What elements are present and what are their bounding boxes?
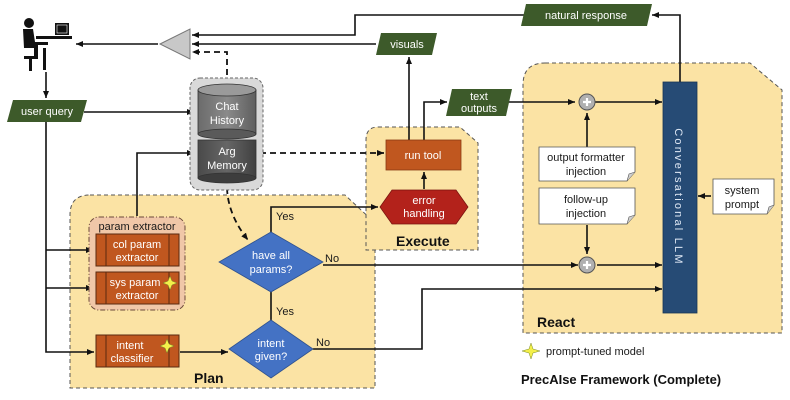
text-outputs-label-line1: text — [470, 91, 488, 103]
visuals-io[interactable]: visuals — [376, 33, 437, 55]
intent-given-label-line2: given? — [255, 351, 287, 363]
edge-query-to-intent-classifier — [45, 121, 94, 355]
chat-history-label-line2: History — [210, 115, 245, 127]
intent-classifier-label-line1: intent — [117, 340, 144, 352]
have-all-params-label-line2: params? — [250, 264, 293, 276]
user-query-label: user query — [21, 106, 73, 118]
col-param-label-line2: extractor — [116, 252, 159, 264]
param-extractor-group-label: param extractor — [98, 221, 175, 233]
arg-memory-database[interactable]: Arg Memory — [197, 139, 257, 184]
error-handling-label-line2: handling — [403, 208, 445, 220]
edge-chat-history-to-aggregator — [192, 49, 228, 85]
output-formatter-injection-note[interactable]: output formatter injection — [538, 146, 636, 182]
col-param-label-line1: col param — [113, 239, 161, 251]
natural-response-io[interactable]: natural response — [521, 4, 652, 26]
output-aggregator-triangle — [158, 28, 191, 60]
run-tool-label: run tool — [405, 150, 442, 162]
have-all-params-yes-label: Yes — [276, 211, 294, 223]
intent-given-yes-label: Yes — [276, 306, 294, 318]
edge-param-extractor-to-arg-memory — [136, 150, 194, 216]
prompt-tuned-star-icon — [521, 342, 541, 360]
intent-given-label-line1: intent — [258, 338, 285, 350]
system-prompt-label-line2: prompt — [725, 199, 759, 211]
execute-region-title: Execute — [396, 233, 450, 249]
edge-have-all-params-yes — [270, 204, 378, 237]
react-region-title: React — [537, 314, 575, 330]
have-all-params-no-label: No — [325, 253, 339, 265]
system-prompt-note[interactable]: system prompt — [712, 178, 775, 215]
arg-memory-label-line2: Memory — [207, 160, 247, 172]
conversational-llm-label: Conversational LLM — [672, 128, 684, 265]
intent-classifier-node[interactable]: intent classifier — [95, 334, 180, 368]
text-outputs-label-line2: outputs — [461, 103, 498, 115]
text-outputs-io[interactable]: text outputs — [446, 89, 512, 116]
intent-given-no-label: No — [316, 337, 330, 349]
arg-memory-label-line1: Arg — [218, 146, 235, 158]
framework-title: PrecAIse Framework (Complete) — [521, 372, 721, 387]
intent-given-decision[interactable]: intent given? — [228, 319, 314, 379]
plan-region-title: Plan — [194, 370, 224, 386]
user-query-io[interactable]: user query — [7, 100, 87, 122]
edge-intent-given-no — [313, 286, 662, 350]
sys-param-label-line1: sys param — [110, 277, 161, 289]
plus-operator-bottom — [578, 256, 596, 274]
prompt-tuned-star-icon — [159, 338, 175, 354]
system-prompt-label-line1: system — [725, 185, 760, 197]
output-formatter-label-line2: injection — [566, 166, 606, 178]
output-formatter-label-line1: output formatter — [547, 152, 625, 164]
col-param-extractor-node[interactable]: col param extractor — [95, 233, 180, 267]
plus-operator-top — [578, 93, 596, 111]
have-all-params-label-line1: have all — [252, 250, 290, 262]
visuals-label: visuals — [390, 39, 424, 51]
have-all-params-decision[interactable]: have all params? — [218, 231, 324, 293]
user-at-computer-icon — [23, 18, 72, 71]
follow-up-label-line1: follow-up — [564, 194, 608, 206]
follow-up-label-line2: injection — [566, 208, 606, 220]
edge-run-tool-to-text-outputs — [423, 99, 447, 140]
run-tool-node[interactable]: run tool — [385, 139, 462, 171]
follow-up-injection-note[interactable]: follow-up injection — [538, 187, 636, 225]
chat-history-database[interactable]: Chat History — [197, 83, 257, 140]
legend: prompt-tuned model — [521, 342, 644, 360]
edge-arg-memory-to-have-all-params — [226, 187, 249, 241]
error-handling-node[interactable]: error handling — [379, 189, 469, 225]
prompt-tuned-star-icon — [162, 275, 178, 291]
error-handling-label-line1: error — [412, 195, 436, 207]
edge-natural-response-to-aggregator — [192, 14, 524, 38]
chat-history-label-line1: Chat — [215, 101, 238, 113]
natural-response-label: natural response — [545, 10, 627, 22]
conversational-llm-node[interactable]: Conversational LLM — [662, 81, 698, 314]
sys-param-extractor-node[interactable]: sys param extractor — [95, 271, 180, 305]
legend-prompt-tuned-label: prompt-tuned model — [546, 346, 644, 358]
sys-param-label-line2: extractor — [116, 290, 159, 302]
intent-classifier-label-line2: classifier — [111, 353, 154, 365]
edge-llm-to-natural-response — [652, 12, 681, 82]
